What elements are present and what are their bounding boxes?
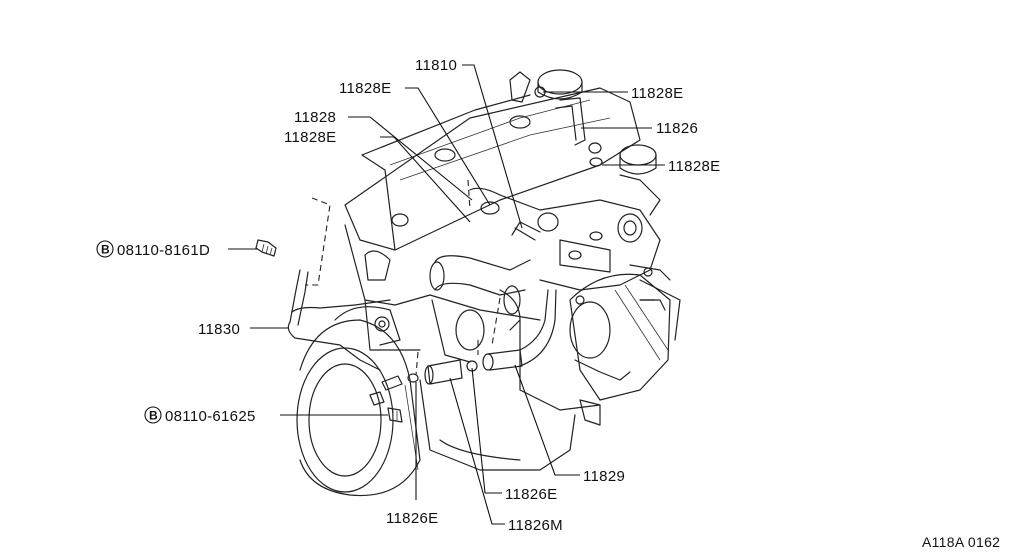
leader-lines (228, 64, 665, 525)
label-11828: 11828 (294, 109, 336, 126)
label-11829: 11829 (583, 468, 625, 485)
label-11828E-mid-left: 11828E (284, 129, 336, 146)
bolt-mark-icon (144, 406, 162, 424)
label-11828E-top-right: 11828E (631, 85, 683, 102)
bolt-callout-upper: B 08110-8161D (96, 240, 210, 259)
label-11828E-top-left: 11828E (339, 80, 391, 97)
label-11826E-bottom: 11826E (386, 510, 438, 527)
bolt-mark-letter: B (149, 409, 158, 423)
bolt-callout-lower: B 08110-61625 (144, 406, 256, 425)
bolt-mark-icon (96, 240, 114, 258)
label-11826: 11826 (656, 120, 698, 137)
label-11830: 11830 (198, 321, 240, 338)
label-11826E-right: 11826E (505, 486, 557, 503)
label-11826M: 11826M (508, 517, 563, 534)
part-labels: 11810 11828E 11828E 11828 11828E 11826 1… (96, 57, 1000, 550)
label-bolt-lower: 08110-61625 (165, 408, 256, 425)
label-11810: 11810 (415, 57, 457, 74)
label-bolt-upper: 08110-8161D (117, 242, 210, 259)
label-11828E-mid-right: 11828E (668, 158, 720, 175)
drawing-code: A118A 0162 (922, 534, 1000, 550)
bolt-mark-letter: B (101, 243, 110, 257)
